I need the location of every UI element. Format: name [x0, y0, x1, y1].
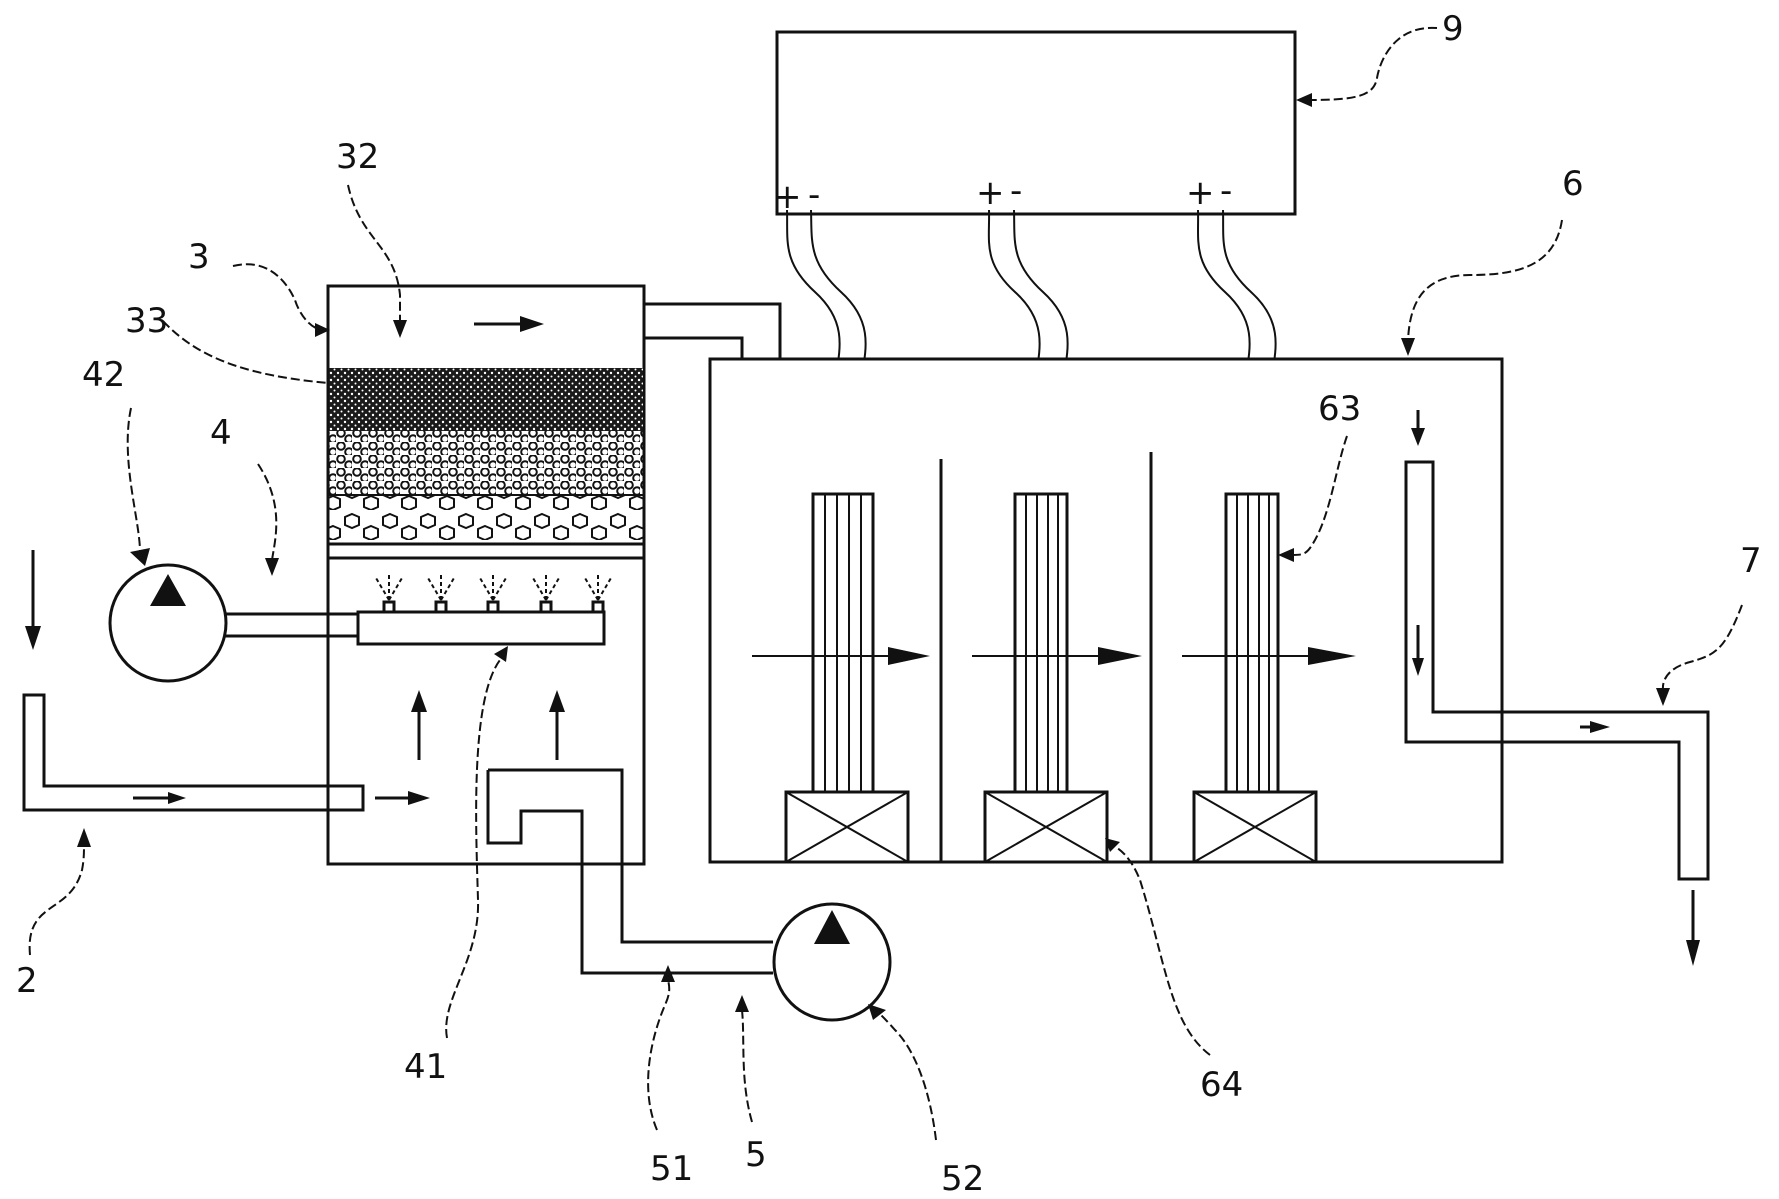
spray-header: [356, 572, 612, 646]
label-spray-pump: 42: [82, 355, 125, 395]
label-circulation-pipe: 51: [650, 1149, 693, 1189]
label-outlet-pipe: 7: [1740, 541, 1762, 581]
label-inlet-pipe: 2: [16, 961, 38, 1001]
flow-arrow-up-2: [549, 690, 565, 760]
terminal-minus-2: -: [1010, 171, 1022, 211]
electrode-base-1: [784, 790, 910, 864]
packing-layer-fine: [329, 368, 643, 431]
label-electrolysis-tank: 6: [1562, 164, 1584, 204]
terminal-plus-3: +: [1186, 173, 1215, 213]
flow-arrow-outlet-horizontal: [1580, 721, 1610, 733]
electrode-bundle-3: [1224, 492, 1280, 794]
circulation-pump: [772, 902, 892, 1022]
flow-arrow-inlet-in-pipe: [133, 792, 186, 804]
packing-layer-coarse: [329, 495, 643, 544]
reference-numerals: 9 32 6 3 33 42 63 4 7 2 41 64 5 51 52: [16, 9, 1762, 1199]
electrode-bundle-1: [811, 492, 875, 794]
label-spray-header: 41: [404, 1047, 447, 1087]
spray-tower: [326, 284, 646, 866]
label-electrode-bundle: 63: [1318, 389, 1361, 429]
flow-arrow-inlet-into-tower: [375, 791, 430, 805]
flow-arrow-outlet-discharge: [1686, 890, 1700, 966]
electrode-bundle-2: [1013, 492, 1069, 794]
flow-arrow-tower-top: [474, 316, 544, 332]
flow-arrow-inlet-down: [25, 550, 41, 650]
flow-arrow-outlet-down: [1412, 625, 1424, 676]
label-packing-layers: 33: [125, 301, 168, 341]
flow-arrow-tank-1: [752, 647, 930, 665]
circulation-system: [486, 768, 892, 1022]
power-supply: + - + - + -: [773, 30, 1297, 217]
terminal-pair-3: + -: [1186, 171, 1232, 213]
packing-layer-medium: [329, 431, 643, 495]
label-tower-top-space: 32: [336, 137, 379, 177]
inlet-pipe: [22, 550, 430, 812]
terminal-minus-1: -: [808, 175, 820, 215]
label-circulation-system: 5: [745, 1135, 767, 1175]
terminal-minus-3: -: [1220, 171, 1232, 211]
flow-arrow-up-1: [411, 690, 427, 760]
label-electrode-base: 64: [1200, 1065, 1243, 1105]
flow-arrow-tank-down: [1411, 410, 1425, 446]
flow-arrow-tank-3: [1182, 647, 1356, 665]
outlet-pipe: [1404, 460, 1710, 966]
terminal-pair-2: + -: [976, 171, 1022, 213]
spray-nozzles: [375, 572, 612, 614]
electrolysis-tank: [708, 357, 1504, 864]
label-spray-system: 4: [210, 413, 232, 453]
electrode-base-2: [983, 790, 1109, 864]
terminal-pair-1: + -: [773, 175, 820, 217]
electrode-base-3: [1192, 790, 1318, 864]
spray-pump: [108, 563, 358, 683]
terminal-plus-2: +: [976, 173, 1005, 213]
label-circulation-pump: 52: [941, 1159, 984, 1199]
label-spray-tower: 3: [188, 237, 210, 277]
flow-arrow-tank-2: [972, 647, 1142, 665]
leader-lines: [28, 26, 1743, 1141]
label-power-supply: 9: [1442, 9, 1464, 49]
